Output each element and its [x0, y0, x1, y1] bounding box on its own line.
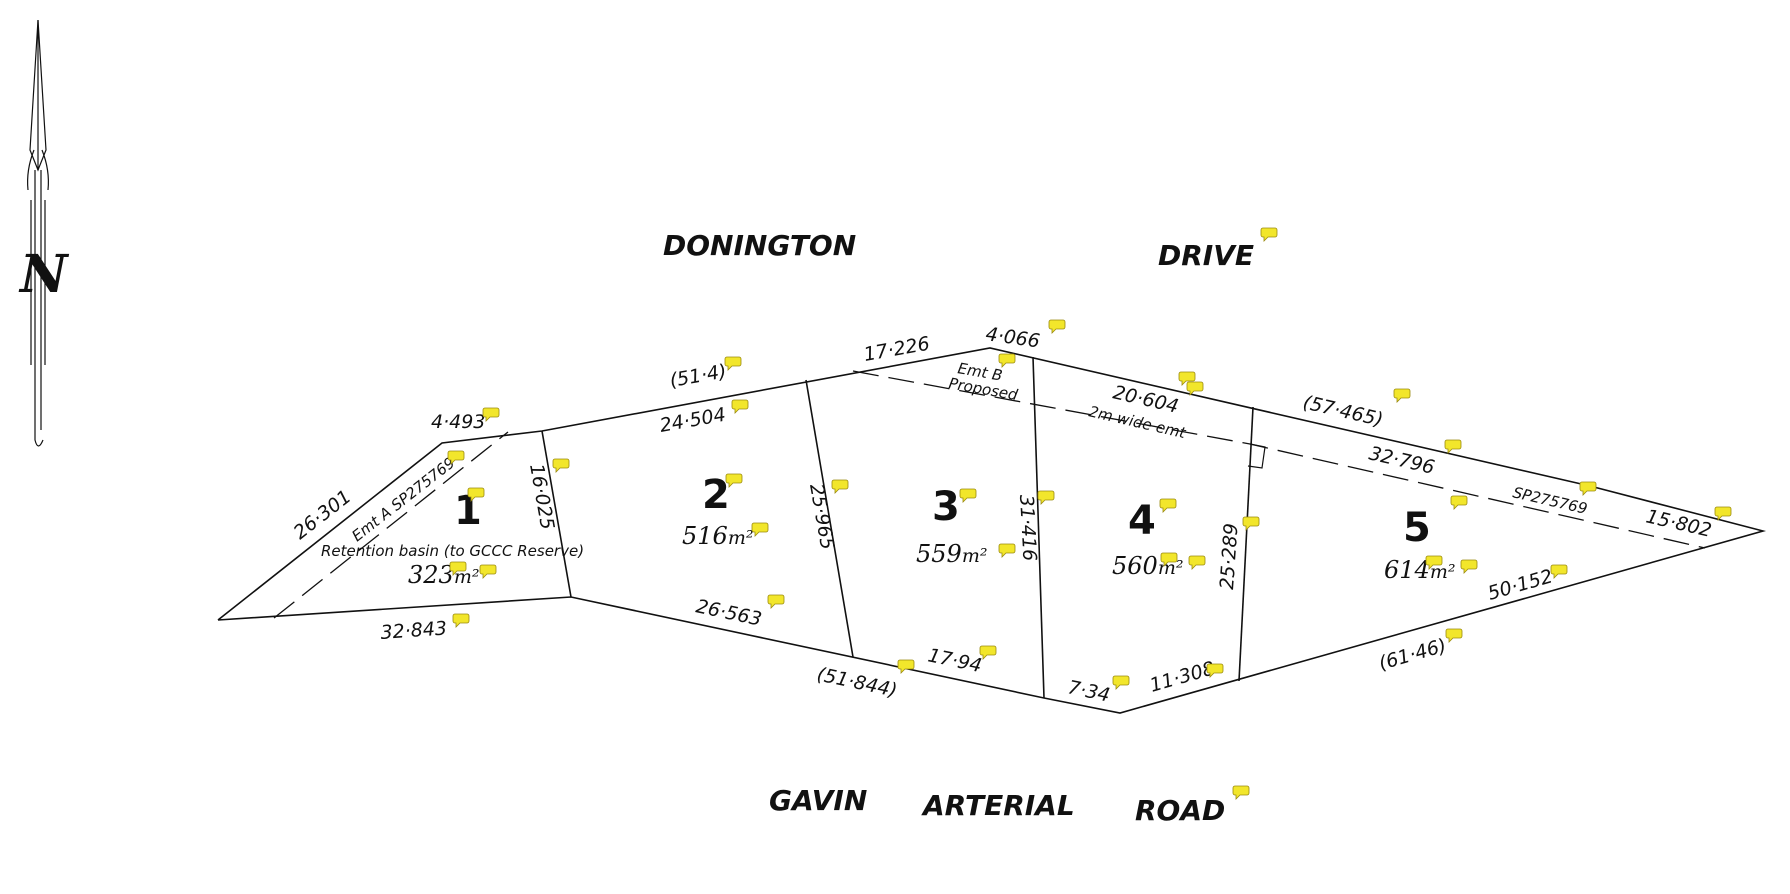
speech-bubble-icon[interactable] — [897, 659, 915, 674]
speech-bubble-icon[interactable] — [1444, 439, 1462, 454]
speech-bubble-icon[interactable] — [1037, 490, 1055, 505]
speech-bubble-icon[interactable] — [1206, 663, 1224, 678]
speech-bubble-icon[interactable] — [447, 450, 465, 465]
lot-number-3: 3 — [932, 484, 960, 530]
sp-label: SP275769 — [1511, 483, 1589, 518]
dim-51-844: (51·844) — [815, 663, 899, 701]
speech-bubble-icon[interactable] — [452, 613, 470, 628]
easement-a-line — [273, 431, 509, 619]
speech-bubble-icon[interactable] — [767, 594, 785, 609]
speech-bubble-icon[interactable] — [1186, 381, 1204, 396]
lot-area-5: 614m² — [1384, 556, 1455, 584]
speech-bubble-icon[interactable] — [1450, 495, 1468, 510]
speech-bubble-icon[interactable] — [1579, 481, 1597, 496]
dim-32-843: 32·843 — [380, 617, 448, 644]
road-donington: DONINGTON — [663, 229, 856, 262]
speech-bubble-icon[interactable] — [1445, 628, 1463, 643]
comment-markers — [447, 227, 1732, 800]
dim-15-802: 15·802 — [1644, 505, 1714, 541]
speech-bubble-icon[interactable] — [449, 561, 467, 576]
speech-bubble-icon[interactable] — [479, 564, 497, 579]
speech-bubble-icon[interactable] — [1188, 555, 1206, 570]
road-drive: DRIVE — [1158, 239, 1254, 272]
boundary-2-3 — [805, 379, 854, 658]
north-letter: N — [18, 244, 70, 305]
road-gavin: GAVIN — [769, 784, 867, 817]
speech-bubble-icon[interactable] — [959, 488, 977, 503]
lot-area-3: 559m² — [916, 540, 987, 568]
easements — [273, 370, 1706, 619]
outer-boundary — [217, 347, 1767, 714]
dim-24-504: 24·504 — [658, 404, 727, 437]
dim-4-493: 4·493 — [431, 411, 485, 433]
easement-corner-mark — [1247, 443, 1266, 469]
speech-bubble-icon[interactable] — [725, 473, 743, 488]
speech-bubble-icon[interactable] — [831, 479, 849, 494]
speech-bubble-icon[interactable] — [1159, 498, 1177, 513]
dim-17-94: 17·94 — [926, 644, 984, 677]
speech-bubble-icon[interactable] — [998, 353, 1016, 368]
speech-bubble-icon[interactable] — [998, 543, 1016, 558]
road-arterial: ARTERIAL — [921, 789, 1075, 822]
dim-31-416: 31·416 — [1015, 494, 1040, 562]
north-arrow-icon — [27, 19, 49, 447]
road-road: ROAD — [1135, 794, 1225, 827]
speech-bubble-icon[interactable] — [1260, 227, 1278, 242]
lot-boundaries — [217, 347, 1767, 714]
dim-25-289: 25·289 — [1216, 522, 1243, 590]
dim-26-301: 26·301 — [290, 486, 356, 544]
speech-bubble-icon[interactable] — [1232, 785, 1250, 800]
speech-bubble-icon[interactable] — [552, 458, 570, 473]
speech-bubble-icon[interactable] — [731, 399, 749, 414]
speech-bubble-icon[interactable] — [1393, 388, 1411, 403]
lot-area-2: 516m² — [682, 522, 753, 550]
speech-bubble-icon[interactable] — [1160, 552, 1178, 567]
speech-bubble-icon[interactable] — [1550, 564, 1568, 579]
speech-bubble-icon[interactable] — [751, 522, 769, 537]
speech-bubble-icon[interactable] — [482, 407, 500, 422]
boundary-1-2 — [541, 430, 572, 598]
retention-basin-label: Retention basin (to GCCC Reserve) — [321, 542, 584, 560]
dim-7-34: 7·34 — [1066, 676, 1112, 706]
speech-bubble-icon[interactable] — [1048, 319, 1066, 334]
dim-51-4: (51·4) — [668, 360, 728, 392]
speech-bubble-icon[interactable] — [1178, 371, 1196, 386]
speech-bubble-icon[interactable] — [1714, 506, 1732, 521]
lot-number-2: 2 — [702, 472, 730, 518]
speech-bubble-icon[interactable] — [1112, 675, 1130, 690]
lot-number-4: 4 — [1128, 498, 1156, 544]
dim-57-465: (57·465) — [1301, 391, 1385, 431]
speech-bubble-icon[interactable] — [979, 645, 997, 660]
speech-bubble-icon[interactable] — [724, 356, 742, 371]
speech-bubble-icon[interactable] — [1242, 516, 1260, 531]
dim-16-025: 16·025 — [525, 462, 558, 531]
dim-25-965: 25·965 — [805, 482, 838, 551]
boundary-4-5 — [1238, 406, 1254, 682]
emt-a-label: Emt A SP275769 — [348, 454, 458, 546]
lot-area-1: 323m² — [408, 561, 479, 589]
dim-61-46: (61·46) — [1376, 635, 1449, 675]
speech-bubble-icon[interactable] — [467, 487, 485, 502]
dim-11-308: 11·308 — [1147, 657, 1217, 696]
speech-bubble-icon[interactable] — [1460, 559, 1478, 574]
boundary-3-4 — [1032, 356, 1045, 699]
speech-bubble-icon[interactable] — [1425, 555, 1443, 570]
lot-number-5: 5 — [1403, 505, 1431, 551]
